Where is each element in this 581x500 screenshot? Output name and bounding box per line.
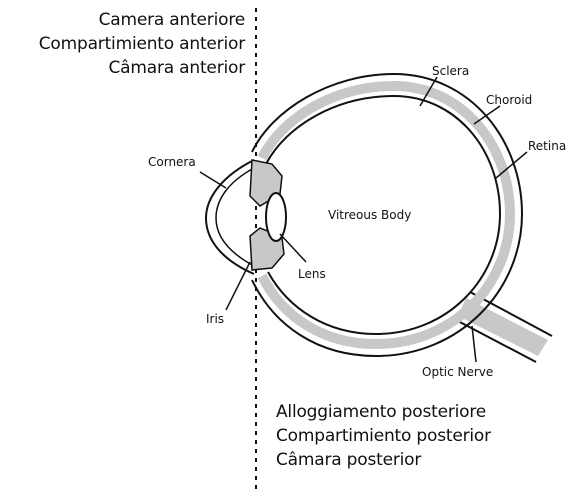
anterior-label-italian: Camera anteriore — [39, 8, 245, 32]
iris-leader — [226, 262, 250, 310]
lens — [266, 193, 286, 241]
choroid-leader — [474, 106, 500, 124]
posterior-label-spanish: Compartimiento posterior — [276, 424, 491, 448]
retina-label: Retina — [528, 139, 566, 153]
cornea — [206, 160, 254, 274]
posterior-label-italian: Alloggiamento posteriore — [276, 400, 491, 424]
vitreous-body-label: Vitreous Body — [328, 208, 411, 222]
choroid-label: Choroid — [486, 93, 532, 107]
posterior-label-portuguese: Câmara posterior — [276, 448, 491, 472]
anterior-chamber-labels: Camera anteriore Compartimiento anterior… — [39, 8, 245, 80]
sclera-label: Sclera — [432, 64, 469, 78]
lens-label: Lens — [298, 267, 326, 281]
cornea-leader — [200, 172, 226, 188]
cornea-label: Cornera — [148, 155, 196, 169]
anterior-label-portuguese: Câmara anterior — [39, 56, 245, 80]
iris-label: Iris — [206, 312, 224, 326]
posterior-chamber-labels: Alloggiamento posteriore Compartimiento … — [276, 400, 491, 472]
optic-nerve-leader — [472, 326, 476, 362]
optic-nerve-label: Optic Nerve — [422, 365, 493, 379]
anterior-label-spanish: Compartimiento anterior — [39, 32, 245, 56]
